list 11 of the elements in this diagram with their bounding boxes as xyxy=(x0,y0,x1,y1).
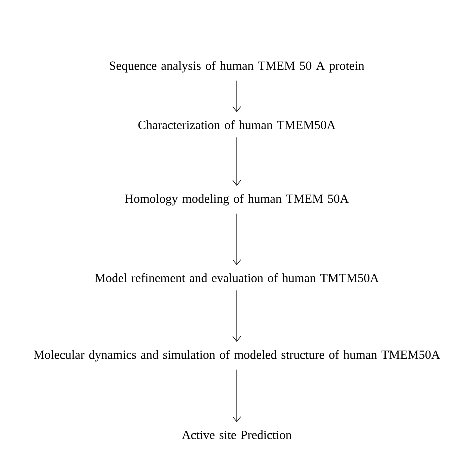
arrow xyxy=(232,137,242,186)
arrow xyxy=(232,290,242,342)
step-text: Model refinement and evaluation of human TMTM50A xyxy=(95,274,380,282)
arrow xyxy=(232,370,242,422)
arrow xyxy=(232,80,242,112)
step-text: Sequence analysis of human TMEM 50 A protein xyxy=(110,61,364,73)
step-text: Molecular dynamics and simulation of modeled structure of human TMEM50A xyxy=(34,350,440,362)
step-text: Characterization of human TMEM50A xyxy=(138,120,336,130)
arrow xyxy=(232,214,242,266)
step-text: Active site Prediction xyxy=(182,430,292,440)
step-text: Homology modeling of human TMEM 50A xyxy=(125,194,349,206)
